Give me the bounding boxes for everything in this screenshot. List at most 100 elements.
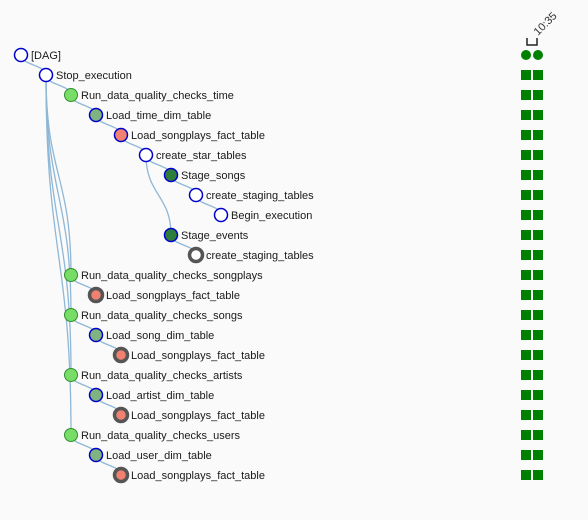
- task-node-circle[interactable]: [64, 308, 78, 322]
- task-instance-square[interactable]: [533, 390, 543, 400]
- task-instance-square[interactable]: [533, 350, 543, 360]
- task-instance-square[interactable]: [533, 310, 543, 320]
- task-node-circle[interactable]: [213, 207, 229, 223]
- task-node[interactable]: Load_songplays_fact_table: [112, 346, 265, 364]
- task-label[interactable]: Load_user_dim_table: [106, 450, 212, 462]
- task-node[interactable]: Load_songplays_fact_table: [87, 286, 240, 304]
- task-label[interactable]: Run_data_quality_checks_songplays: [81, 270, 263, 282]
- task-label[interactable]: Run_data_quality_checks_users: [81, 430, 240, 442]
- task-label[interactable]: Run_data_quality_checks_time: [81, 90, 234, 102]
- task-instance-square[interactable]: [521, 290, 531, 300]
- task-instance-square[interactable]: [533, 290, 543, 300]
- task-label[interactable]: Load_songplays_fact_table: [131, 130, 265, 142]
- task-instance-square[interactable]: [521, 430, 531, 440]
- task-node-circle[interactable]: [13, 47, 29, 63]
- task-instance-square[interactable]: [521, 450, 531, 460]
- task-instance-square[interactable]: [521, 310, 531, 320]
- task-instance-square[interactable]: [533, 450, 543, 460]
- task-instance-square[interactable]: [521, 110, 531, 120]
- task-instance-square[interactable]: [521, 250, 531, 260]
- task-instance-square[interactable]: [521, 90, 531, 100]
- task-label[interactable]: Load_songplays_fact_table: [106, 290, 240, 302]
- task-label[interactable]: Load_songplays_fact_table: [131, 410, 265, 422]
- task-node[interactable]: create_star_tables: [138, 147, 247, 163]
- task-node-circle[interactable]: [38, 67, 54, 83]
- task-node-circle[interactable]: [113, 127, 129, 143]
- task-label[interactable]: Load_artist_dim_table: [106, 390, 214, 402]
- task-node[interactable]: Stage_events: [163, 227, 249, 243]
- task-node[interactable]: Run_data_quality_checks_songs: [64, 308, 243, 323]
- task-node-circle[interactable]: [64, 88, 78, 102]
- task-label[interactable]: create_star_tables: [156, 150, 247, 162]
- task-node[interactable]: Load_artist_dim_table: [88, 387, 215, 403]
- task-label[interactable]: Stop_execution: [56, 70, 132, 82]
- task-node[interactable]: Load_time_dim_table: [88, 107, 212, 123]
- task-instance-square[interactable]: [533, 430, 543, 440]
- task-instance-square[interactable]: [521, 170, 531, 180]
- task-node[interactable]: Load_user_dim_table: [88, 447, 212, 463]
- task-node[interactable]: Run_data_quality_checks_songplays: [64, 268, 264, 283]
- task-instance-square[interactable]: [533, 130, 543, 140]
- task-instance-square[interactable]: [521, 390, 531, 400]
- task-label[interactable]: Stage_songs: [181, 170, 246, 182]
- task-node[interactable]: Stop_execution: [38, 67, 132, 83]
- dag-run-status-circle[interactable]: [521, 50, 531, 60]
- task-instance-square[interactable]: [533, 470, 543, 480]
- task-node-circle[interactable]: [88, 327, 104, 343]
- task-instance-square[interactable]: [521, 470, 531, 480]
- task-instance-square[interactable]: [533, 210, 543, 220]
- task-node[interactable]: Run_data_quality_checks_time: [64, 88, 234, 103]
- task-node[interactable]: Run_data_quality_checks_users: [64, 428, 241, 443]
- task-instance-square[interactable]: [521, 350, 531, 360]
- task-instance-square[interactable]: [521, 270, 531, 280]
- task-label[interactable]: create_staging_tables: [206, 190, 314, 202]
- task-node[interactable]: Load_songplays_fact_table: [112, 466, 265, 484]
- task-instance-square[interactable]: [521, 410, 531, 420]
- task-label[interactable]: Begin_execution: [231, 210, 312, 222]
- task-label[interactable]: Load_time_dim_table: [106, 110, 211, 122]
- task-instance-square[interactable]: [521, 190, 531, 200]
- task-node[interactable]: Stage_songs: [163, 167, 246, 183]
- task-instance-square[interactable]: [521, 70, 531, 80]
- task-node-circle[interactable]: [112, 406, 130, 424]
- task-label[interactable]: Load_song_dim_table: [106, 330, 214, 342]
- task-node-circle[interactable]: [88, 387, 104, 403]
- task-node-circle[interactable]: [88, 107, 104, 123]
- task-instance-square[interactable]: [521, 150, 531, 160]
- task-label[interactable]: create_staging_tables: [206, 250, 314, 262]
- task-node-circle[interactable]: [64, 428, 78, 442]
- task-node-circle[interactable]: [188, 187, 204, 203]
- task-node[interactable]: Load_songplays_fact_table: [112, 406, 265, 424]
- task-node[interactable]: Load_songplays_fact_table: [113, 127, 265, 143]
- task-node-circle[interactable]: [112, 346, 130, 364]
- task-node[interactable]: create_staging_tables: [188, 187, 315, 203]
- task-node-circle[interactable]: [88, 447, 104, 463]
- task-instance-square[interactable]: [533, 270, 543, 280]
- task-instance-square[interactable]: [533, 110, 543, 120]
- task-instance-square[interactable]: [521, 230, 531, 240]
- task-instance-square[interactable]: [533, 150, 543, 160]
- task-label[interactable]: Stage_events: [181, 230, 249, 242]
- task-instance-square[interactable]: [533, 330, 543, 340]
- task-label[interactable]: Load_songplays_fact_table: [131, 350, 265, 362]
- task-label[interactable]: Run_data_quality_checks_artists: [81, 370, 243, 382]
- task-node[interactable]: [DAG]: [13, 47, 61, 63]
- task-node-circle[interactable]: [138, 147, 154, 163]
- task-node-circle[interactable]: [87, 286, 105, 304]
- task-node-circle[interactable]: [112, 466, 130, 484]
- task-node[interactable]: Run_data_quality_checks_artists: [64, 368, 243, 383]
- run-header-label[interactable]: 10:35: [532, 10, 560, 38]
- task-node-circle[interactable]: [64, 268, 78, 282]
- task-label[interactable]: Run_data_quality_checks_songs: [81, 310, 243, 322]
- task-instance-square[interactable]: [533, 410, 543, 420]
- task-instance-square[interactable]: [521, 130, 531, 140]
- task-node[interactable]: Begin_execution: [213, 207, 313, 223]
- task-label[interactable]: Load_songplays_fact_table: [131, 470, 265, 482]
- task-instance-square[interactable]: [521, 330, 531, 340]
- task-instance-square[interactable]: [521, 210, 531, 220]
- task-node[interactable]: Load_song_dim_table: [88, 327, 215, 343]
- task-node-circle[interactable]: [187, 246, 205, 264]
- task-instance-square[interactable]: [521, 370, 531, 380]
- task-node[interactable]: create_staging_tables: [187, 246, 315, 264]
- task-node-circle[interactable]: [163, 167, 179, 183]
